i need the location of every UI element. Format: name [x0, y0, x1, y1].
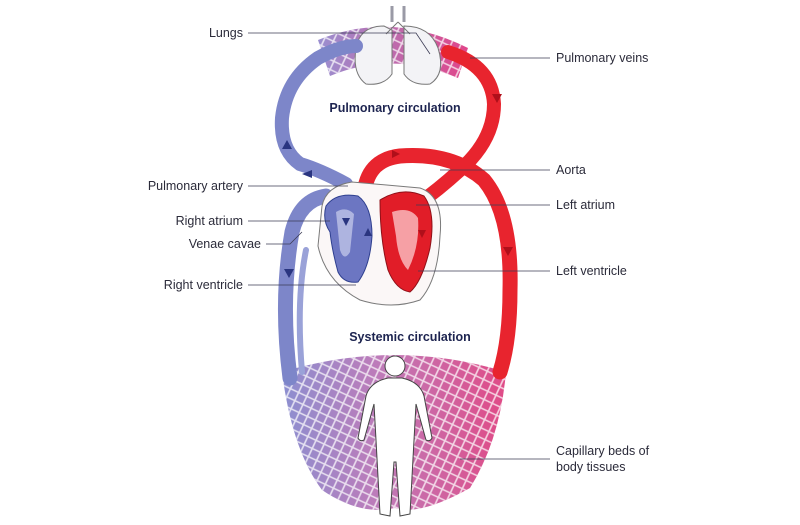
label-venae-cavae: Venae cavae	[189, 237, 261, 251]
label-right-atrium: Right atrium	[176, 214, 243, 228]
label-left-atrium: Left atrium	[556, 198, 615, 212]
label-left-ventricle: Left ventricle	[556, 264, 627, 278]
oxygenated-vessels	[356, 45, 518, 380]
label-pulmonary-artery: Pulmonary artery	[148, 179, 244, 193]
human-figure	[357, 355, 433, 517]
label-lungs: Lungs	[209, 26, 243, 40]
label-capillary-beds-line1: Capillary beds of	[556, 444, 650, 458]
leader-lines	[248, 32, 550, 460]
pulmonary-circulation-title: Pulmonary circulation	[329, 101, 460, 115]
label-right-ventricle: Right ventricle	[164, 278, 243, 292]
heart	[317, 181, 442, 306]
label-capillary-beds-line2: body tissues	[556, 460, 625, 474]
label-pulmonary-veins: Pulmonary veins	[556, 51, 648, 65]
lungs-illustration	[354, 6, 442, 85]
deoxygenated-vessels	[274, 39, 363, 386]
flow-arrows	[282, 94, 513, 278]
label-aorta: Aorta	[556, 163, 586, 177]
systemic-circulation-title: Systemic circulation	[349, 330, 471, 344]
